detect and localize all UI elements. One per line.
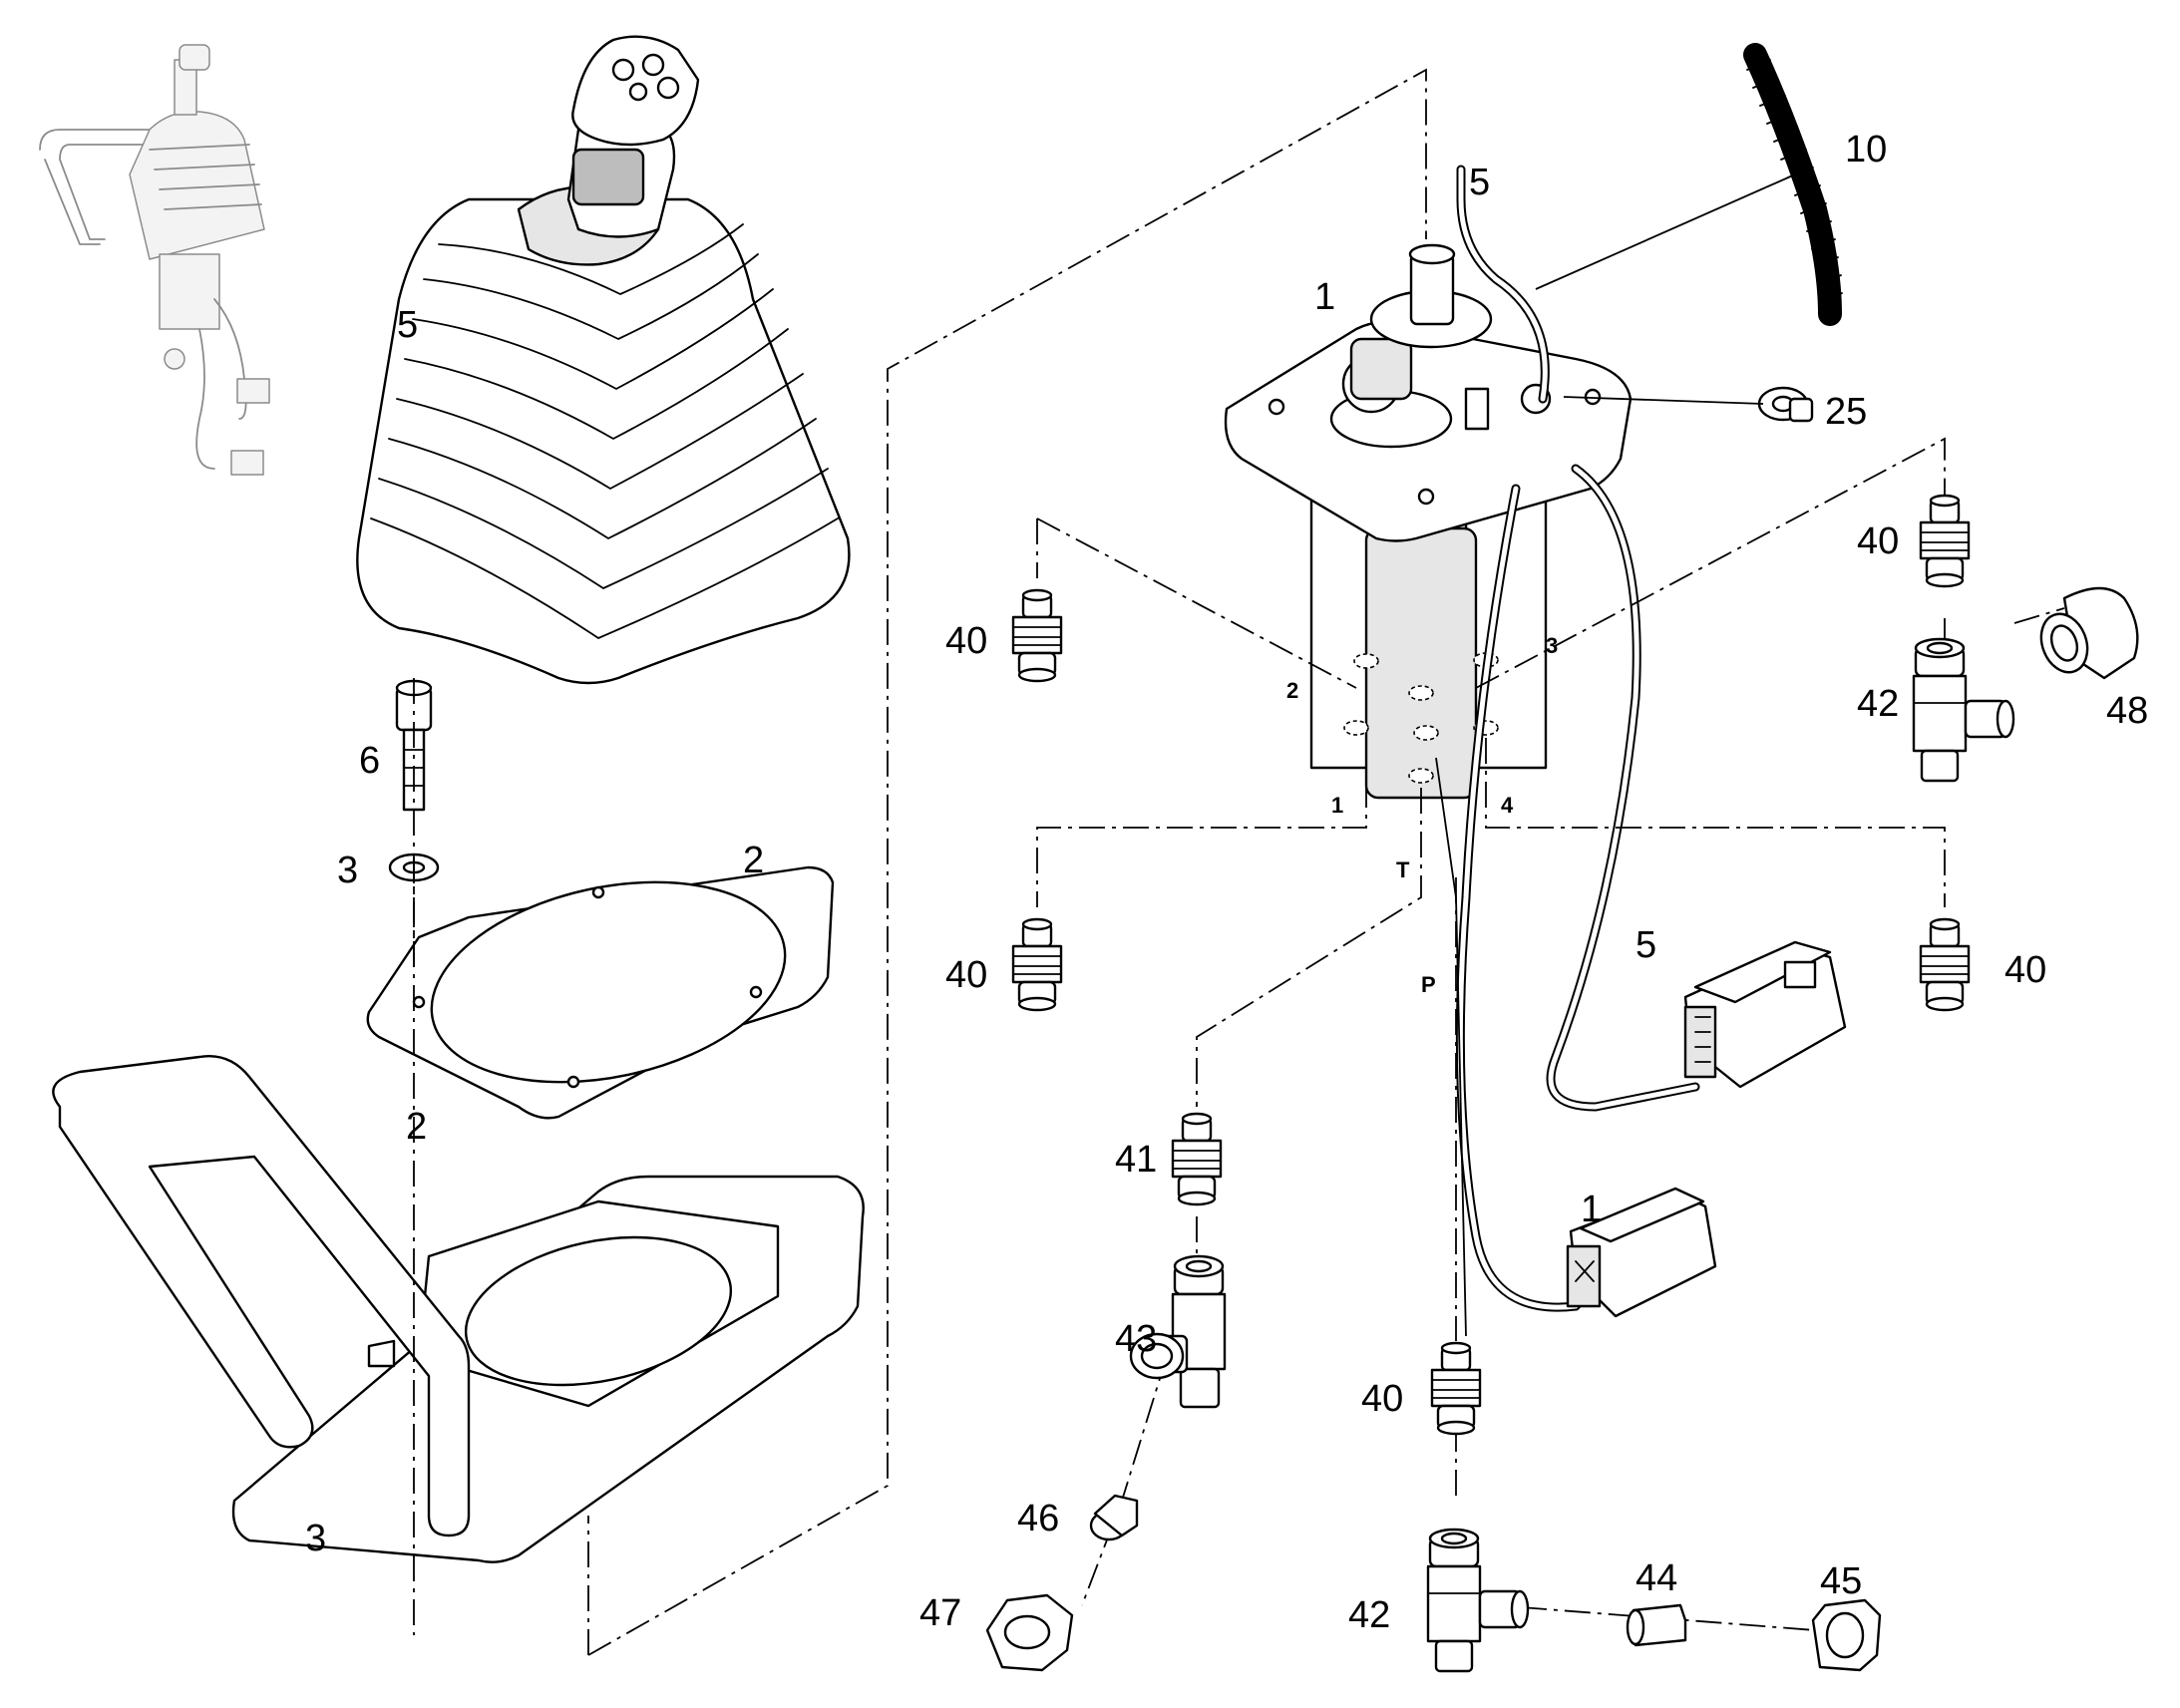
callout-fitting-41: 41 xyxy=(1115,1139,1157,1181)
callout-gasket-lower: 2 xyxy=(406,1106,427,1148)
hydraulic-connection-lines xyxy=(1036,437,2065,1631)
plug-46 xyxy=(1089,1494,1139,1541)
callout-spiral-wrap: 10 xyxy=(1845,129,1887,171)
spiral-wrap xyxy=(1743,43,1843,326)
callout-fitting-right-upper: 40 xyxy=(1857,520,1899,562)
fitting-bottom xyxy=(1430,1341,1482,1436)
callout-tee-right-upper: 42 xyxy=(1857,683,1899,725)
port-label-p: P xyxy=(1421,972,1436,997)
rubber-boot xyxy=(356,185,851,685)
callout-fitting-bottom: 40 xyxy=(1361,1378,1403,1420)
fitting-left-upper xyxy=(1011,588,1063,683)
callout-nut-45: 45 xyxy=(1820,1560,1862,1602)
gasket xyxy=(366,865,835,1120)
tee-43 xyxy=(1129,1254,1227,1409)
callout-valve-body: 1 xyxy=(1314,276,1335,318)
pilot-valve-body xyxy=(1224,243,1633,800)
port-label-4: 4 xyxy=(1501,793,1514,818)
callout-connector-upper: 5 xyxy=(1635,924,1656,966)
hose-clip xyxy=(1757,386,1814,423)
nut-45 xyxy=(1811,1598,1882,1672)
plug-44 xyxy=(1626,1603,1687,1647)
port-label-3: 3 xyxy=(1546,633,1558,658)
callout-screw: 6 xyxy=(359,740,380,782)
callout-plug-46: 46 xyxy=(1017,1498,1059,1539)
callout-plug-44: 44 xyxy=(1635,1557,1677,1599)
wiring-harness xyxy=(1455,464,1700,1312)
assembly-frame-lines xyxy=(413,68,1427,1656)
callout-numbers: 5 6 3 2 2 3 1 5 10 25 40 40 40 40 42 48 … xyxy=(305,129,2148,1636)
callout-elbow: 48 xyxy=(2106,690,2148,732)
callout-cable-top: 5 xyxy=(1469,162,1490,203)
fitting-left-lower xyxy=(1011,917,1063,1012)
callout-washer: 3 xyxy=(337,850,358,891)
cable-top xyxy=(1456,165,1550,404)
tee-bottom xyxy=(1426,1528,1530,1673)
callout-clip: 25 xyxy=(1825,391,1867,433)
callout-gasket-upper: 2 xyxy=(743,840,764,881)
fitting-right-lower xyxy=(1919,917,1971,1012)
electrical-connector-upper xyxy=(1683,940,1847,1089)
port-labels: 2 3 1 4 T P xyxy=(1286,633,1558,997)
callout-bracket: 3 xyxy=(305,1518,326,1559)
callout-fitting-left-lower: 40 xyxy=(945,954,987,996)
port-label-2: 2 xyxy=(1286,678,1298,703)
elbow-fitting xyxy=(2039,586,2139,680)
callout-nut-47: 47 xyxy=(919,1592,961,1634)
callout-fitting-left-upper: 40 xyxy=(945,620,987,662)
nut-47 xyxy=(985,1593,1074,1672)
fitting-41 xyxy=(1171,1112,1223,1206)
callout-tee-bottom: 42 xyxy=(1348,1594,1390,1636)
callout-connector-lower: 1 xyxy=(1581,1189,1602,1230)
tee-right-upper xyxy=(1912,637,2015,783)
callout-boot: 5 xyxy=(397,304,418,346)
fitting-right-upper xyxy=(1919,494,1971,588)
port-label-t: T xyxy=(1396,857,1410,882)
port-label-1: 1 xyxy=(1331,793,1343,818)
mounting-bracket xyxy=(52,1055,865,1563)
joystick-handle xyxy=(566,35,700,238)
callout-tee-43: 43 xyxy=(1115,1318,1157,1360)
electrical-connector-lower xyxy=(1566,1187,1717,1318)
assembly-thumbnail xyxy=(39,44,270,476)
callout-fitting-right-lower: 40 xyxy=(2004,949,2046,991)
